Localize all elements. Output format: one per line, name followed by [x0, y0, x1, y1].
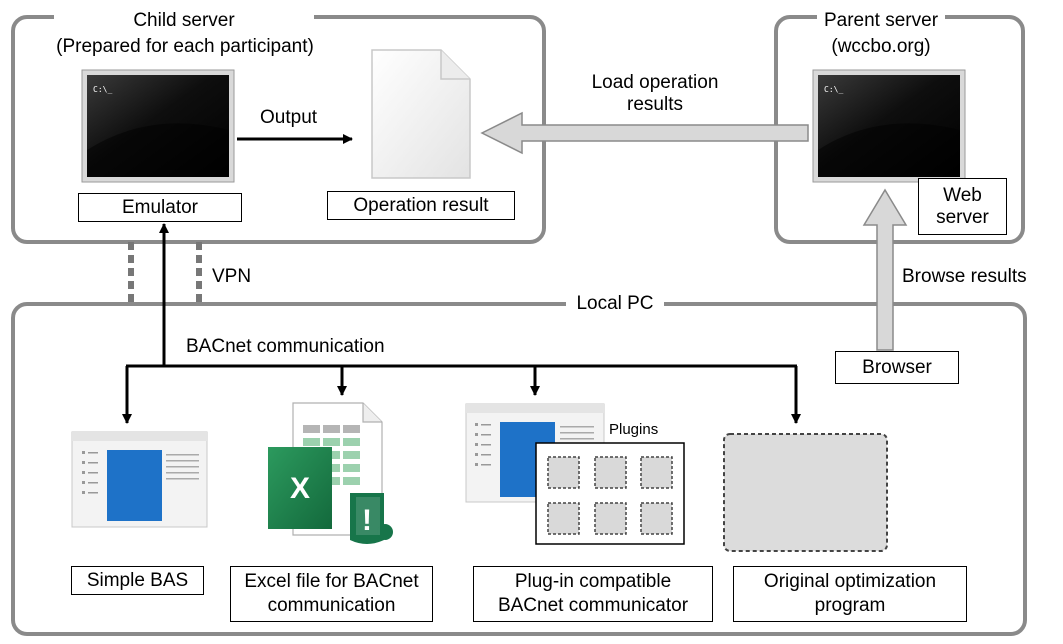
operation-result-label: Operation result — [327, 191, 515, 220]
load-results-arrow — [480, 111, 809, 155]
bacnet-communication-label: BACnet communication — [186, 336, 385, 357]
excel-file-label-line2: communication — [267, 595, 396, 616]
simple-bas-label-text: Simple BAS — [86, 569, 189, 591]
load-results-line1: Load operation — [591, 72, 719, 93]
optimization-program-label-line1: Original optimization — [763, 571, 937, 592]
output-label: Output — [260, 107, 318, 128]
plugin-communicator-label-line2: BACnet communicator — [497, 595, 689, 616]
excel-alert-mark: ! — [362, 504, 372, 537]
emulator-label: Emulator — [78, 193, 242, 222]
local-pc-frame — [11, 302, 1027, 636]
simple-bas-app-icon — [71, 431, 208, 528]
plugins-panel — [535, 442, 685, 545]
load-results-line2: results — [627, 94, 683, 115]
simple-bas-label: Simple BAS — [71, 566, 204, 595]
vpn-label: VPN — [212, 266, 252, 287]
child-server-title: Child server — [54, 10, 314, 32]
web-server-label: Web server — [918, 178, 1007, 235]
browse-results-label: Browse results — [902, 266, 1027, 287]
load-results-label: Load operation results — [555, 72, 755, 116]
excel-file-icon: X ! — [268, 402, 393, 544]
web-server-label-line1: Web — [943, 184, 982, 206]
browser-label: Browser — [835, 351, 959, 384]
plugins-label: Plugins — [609, 421, 659, 438]
excel-x-letter: X — [290, 472, 310, 505]
plugin-communicator-label-line1: Plug-in compatible — [514, 571, 672, 592]
local-pc-title: Local PC — [545, 293, 685, 315]
child-server-subtitle: (Prepared for each participant) — [56, 36, 314, 57]
parent-server-title-text: Parent server — [816, 10, 946, 31]
excel-file-label: Excel file for BACnet communication — [230, 566, 433, 622]
optimization-program-label-line2: program — [814, 595, 886, 616]
parent-server-title: Parent server — [796, 10, 966, 32]
child-terminal-prompt: C:\_ — [93, 85, 112, 94]
excel-file-label-line1: Excel file for BACnet — [244, 571, 419, 592]
parent-terminal-prompt: C:\_ — [824, 85, 843, 94]
parent-server-subtitle: (wccbo.org) — [831, 36, 931, 57]
web-server-terminal-icon: C:\_ — [812, 69, 966, 183]
emulator-terminal-icon: C:\_ — [81, 69, 235, 183]
plugin-communicator-label: Plug-in compatible BACnet communicator — [473, 566, 713, 622]
document-icon — [371, 49, 471, 179]
child-server-title-line1: Child server — [126, 10, 242, 32]
optimization-program-label: Original optimization program — [733, 566, 967, 622]
web-server-label-line2: server — [936, 206, 989, 228]
optimization-program-placeholder — [723, 433, 888, 552]
browse-results-arrow — [862, 188, 908, 351]
local-pc-title-text: Local PC — [566, 293, 664, 314]
